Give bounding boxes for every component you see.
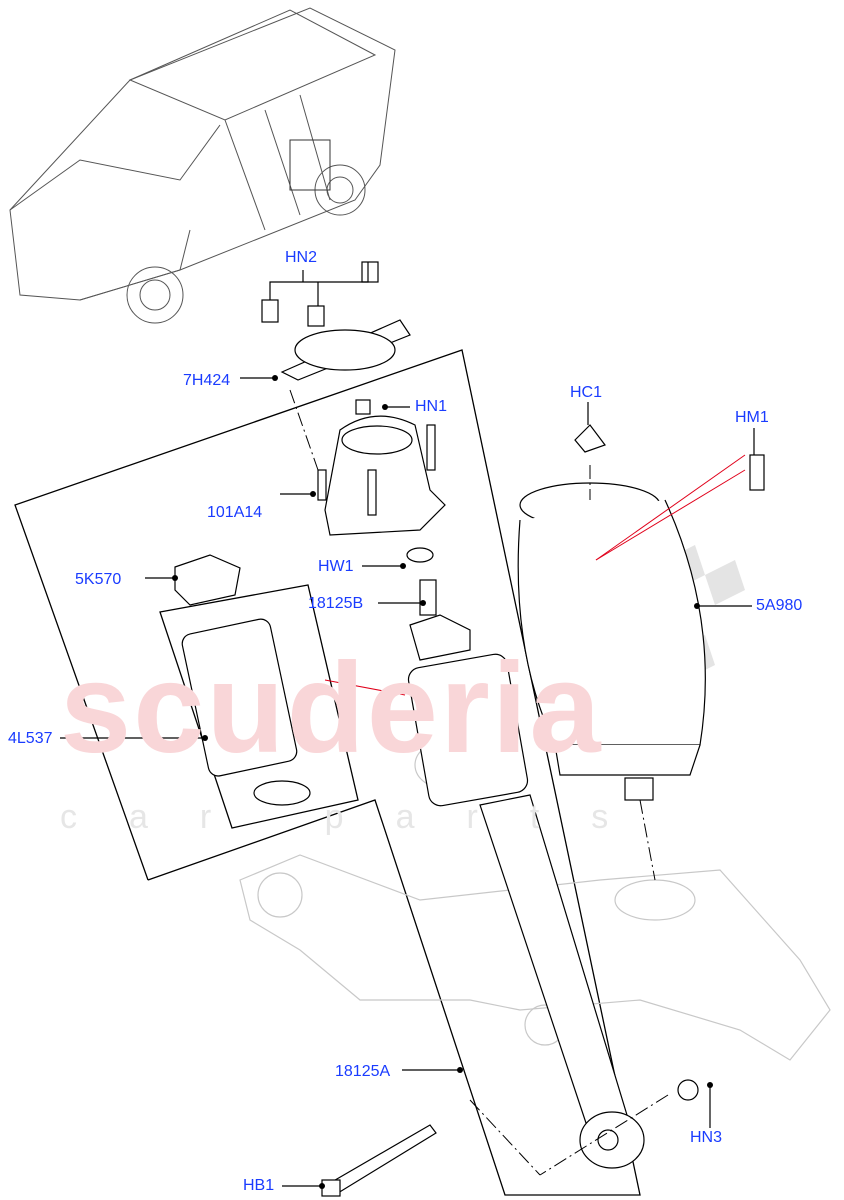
callout-4l537[interactable]: 4L537 — [8, 730, 53, 747]
watermark-brand: scuderia — [60, 637, 603, 780]
callout-18125b[interactable]: 18125B — [308, 595, 364, 612]
damper — [406, 547, 645, 1169]
leader-lines — [60, 262, 755, 1187]
callout-7h424[interactable]: 7H424 — [183, 372, 231, 389]
callout-18125a[interactable]: 18125A — [335, 1063, 391, 1080]
callout-5k570[interactable]: 5K570 — [75, 571, 122, 588]
top-mount-parts — [261, 261, 446, 536]
callout-101a14[interactable]: 101A14 — [207, 504, 263, 521]
leader-dots — [172, 375, 713, 1189]
callout-5a980[interactable]: 5A980 — [756, 597, 803, 614]
bump-stop-and-gaiter — [174, 554, 311, 806]
alignment-lines — [289, 389, 669, 1176]
watermark-sub: car parts — [60, 798, 661, 836]
callout-hm1[interactable]: HM1 — [735, 409, 769, 426]
vehicle-illustration — [9, 7, 396, 324]
callout-hn2[interactable]: HN2 — [285, 249, 318, 266]
callout-hb1[interactable]: HB1 — [243, 1177, 275, 1194]
indicator-lines — [324, 454, 746, 696]
callout-hn3[interactable]: HN3 — [690, 1129, 723, 1146]
callout-hw1[interactable]: HW1 — [318, 558, 354, 575]
air-spring — [517, 424, 765, 801]
callout-hn1[interactable]: HN1 — [415, 398, 448, 415]
callout-hc1[interactable]: HC1 — [570, 384, 603, 401]
fasteners — [321, 1079, 699, 1197]
